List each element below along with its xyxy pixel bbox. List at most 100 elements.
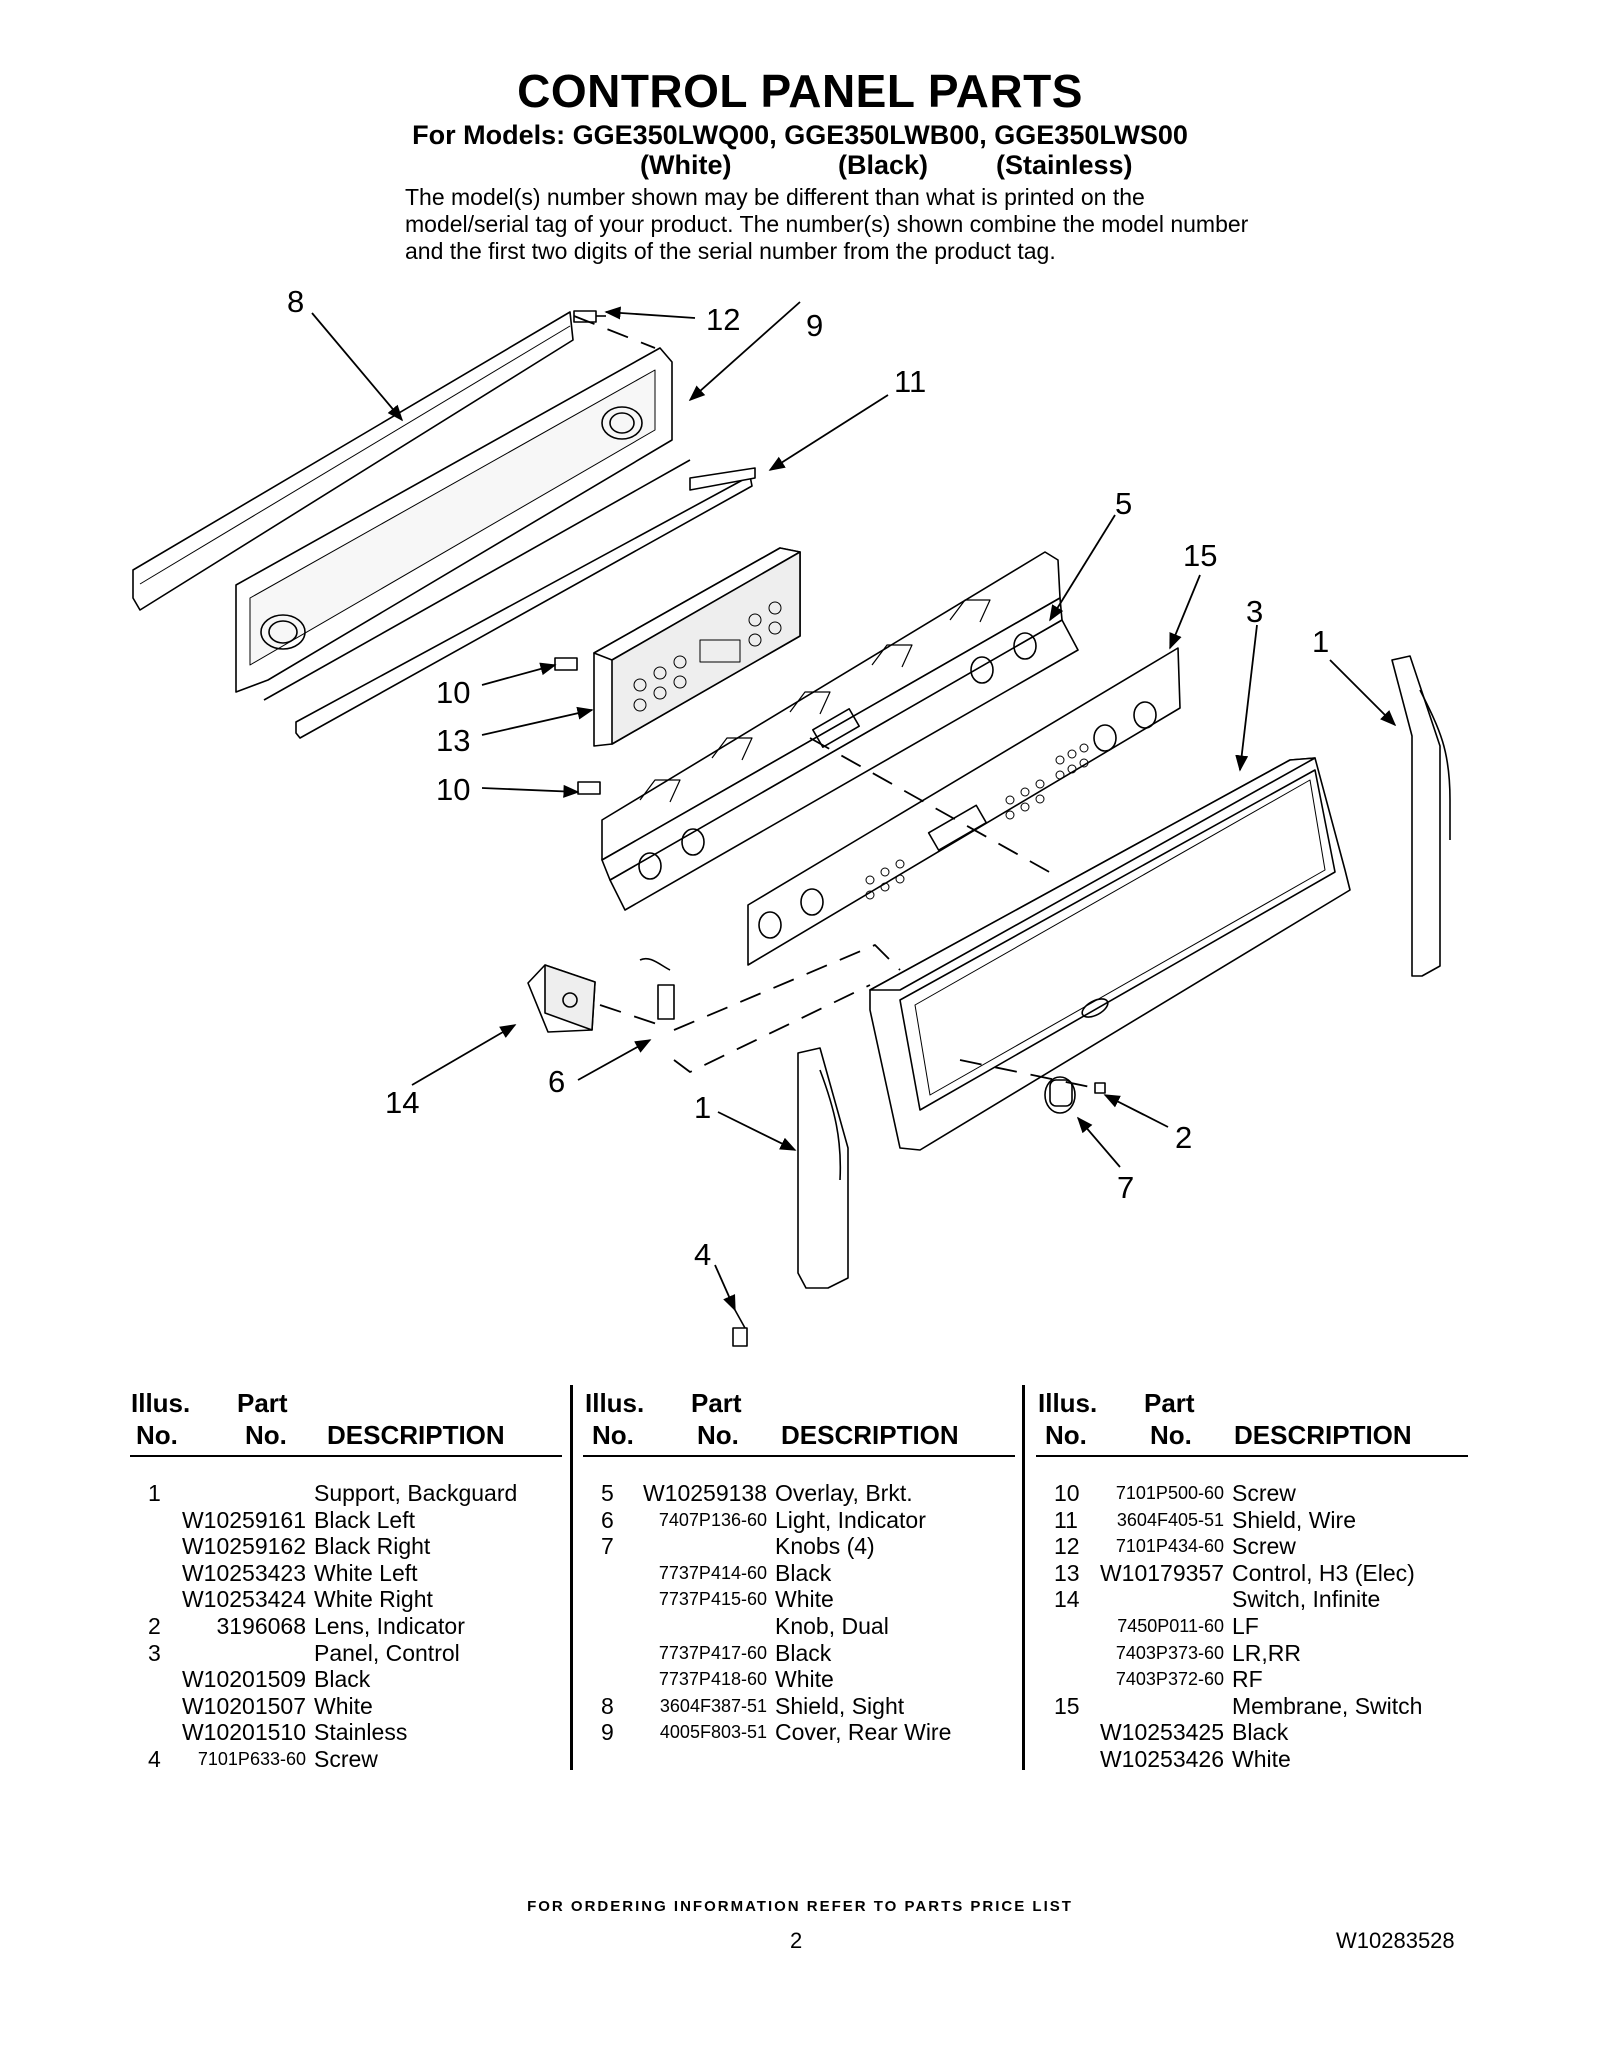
row-description: Black — [775, 1639, 832, 1666]
col1-header-rule — [130, 1455, 562, 1457]
exploded-parts-diagram: 8 12 9 11 5 15 3 1 10 13 10 14 6 1 2 7 4 — [132, 284, 1451, 1347]
row-description: Shield, Sight — [775, 1692, 905, 1719]
row-part-no: 3604F387-51 — [659, 1695, 767, 1716]
callout-14: 14 — [385, 1085, 419, 1120]
row-illus-no: 13 — [1054, 1559, 1080, 1586]
leader-1-right — [1329, 659, 1397, 727]
part-9-rear-wire-cover — [235, 347, 691, 701]
row-part-no: 4005F803-51 — [659, 1722, 767, 1743]
row-part-no: 3604F405-51 — [1116, 1509, 1224, 1530]
row-description: Black — [1232, 1719, 1289, 1746]
row-part-no: W10253423 — [181, 1559, 306, 1586]
row-part-no: 7407P136-60 — [658, 1509, 767, 1530]
leader-8 — [311, 312, 404, 422]
part-1-support-left — [797, 1047, 849, 1289]
part-15-membrane-switch — [747, 647, 1181, 966]
row-description: Support, Backguard — [314, 1480, 518, 1506]
part-10-screw-lower — [577, 781, 601, 795]
row-part-no: W10253424 — [181, 1586, 306, 1613]
row-part-no: W10201509 — [181, 1666, 306, 1693]
row-part-no: 7737P417-60 — [658, 1642, 767, 1663]
callout-8: 8 — [287, 284, 304, 319]
row-illus-no: 11 — [1054, 1506, 1078, 1533]
part-5-overlay-bracket — [601, 551, 1079, 911]
row-description: White Left — [314, 1559, 418, 1586]
row-description: Cover, Rear Wire — [775, 1719, 952, 1746]
row-part-no: W10253426 — [1099, 1746, 1224, 1772]
row-description: Control, H3 (Elec) — [1232, 1559, 1415, 1586]
part-2-lens — [1094, 1082, 1106, 1094]
row-illus-no: 9 — [601, 1719, 614, 1746]
row-description: White — [1232, 1746, 1291, 1772]
col2-header-rule — [583, 1455, 1015, 1457]
col3-desc-header: DESCRIPTION — [1234, 1420, 1412, 1450]
row-part-no: 7101P500-60 — [1115, 1483, 1224, 1503]
callout-3: 3 — [1246, 594, 1263, 629]
col1-part-no-header: No. — [245, 1420, 287, 1450]
callout-10-lower: 10 — [436, 772, 470, 807]
row-description: Lens, Indicator — [314, 1613, 465, 1639]
column-divider-2 — [1022, 1385, 1025, 1770]
col1-desc-header: DESCRIPTION — [327, 1420, 505, 1450]
callout-1-right: 1 — [1312, 624, 1329, 659]
part-6-indicator-light — [639, 957, 675, 1020]
row-part-no: 7101P434-60 — [1115, 1536, 1224, 1557]
row-part-no: W10253425 — [1099, 1719, 1224, 1746]
row-description: Black Right — [314, 1533, 431, 1560]
row-description: LF — [1232, 1613, 1259, 1639]
row-description: Black — [775, 1559, 832, 1586]
row-part-no: W10259138 — [642, 1480, 767, 1506]
row-part-no: 7101P633-60 — [197, 1749, 306, 1769]
row-description: Stainless — [314, 1719, 408, 1746]
part-1-support-right — [1391, 655, 1451, 977]
variant-stainless: (Stainless) — [996, 150, 1133, 180]
col2-illus-no-header: No. — [592, 1420, 634, 1450]
row-description: White — [314, 1692, 373, 1719]
row-part-no: 7737P414-60 — [658, 1562, 767, 1583]
col2-desc-header: DESCRIPTION — [781, 1420, 959, 1450]
row-part-no: W10201510 — [181, 1719, 306, 1746]
part-12-screw — [573, 310, 606, 323]
row-description: Screw — [1232, 1480, 1296, 1506]
part-8-sight-shield — [132, 311, 574, 611]
callout-11: 11 — [894, 364, 926, 399]
row-description: Membrane, Switch — [1232, 1692, 1423, 1719]
ordering-info: FOR ORDERING INFORMATION REFER TO PARTS … — [527, 1898, 1073, 1915]
row-illus-no: 14 — [1054, 1586, 1080, 1613]
callout-12: 12 — [706, 302, 740, 337]
row-description: Black Left — [314, 1506, 415, 1533]
page-number: 2 — [790, 1928, 803, 1953]
row-description: Knob, Dual — [775, 1613, 889, 1639]
row-part-no: W10179357 — [1099, 1559, 1224, 1586]
row-part-no: 3196068 — [216, 1613, 306, 1639]
leader-11 — [768, 394, 889, 471]
callout-5: 5 — [1115, 486, 1132, 521]
row-description: White — [775, 1586, 834, 1613]
row-description: Screw — [1232, 1533, 1296, 1560]
row-illus-no: 10 — [1054, 1480, 1080, 1506]
col2-illus-header: Illus. — [585, 1388, 645, 1418]
leader-7 — [1076, 1116, 1121, 1168]
row-part-no: W10259162 — [181, 1533, 306, 1560]
row-description: Knobs (4) — [775, 1533, 875, 1560]
part-3-control-panel — [869, 757, 1351, 1151]
col1-part-header: Part — [237, 1388, 288, 1418]
row-part-no: W10201507 — [181, 1692, 306, 1719]
row-part-no: 7403P373-60 — [1115, 1642, 1224, 1663]
model-note: The model(s) number shown may be differe… — [405, 184, 1249, 264]
callout-1-left: 1 — [694, 1090, 711, 1125]
callout-15: 15 — [1183, 538, 1217, 573]
row-description: Screw — [314, 1746, 378, 1772]
col1-illus-header: Illus. — [131, 1388, 191, 1418]
part-4-screw — [732, 1309, 748, 1347]
col2-part-no-header: No. — [697, 1420, 739, 1450]
leader-13 — [481, 706, 594, 736]
row-part-no: 7737P415-60 — [658, 1589, 767, 1610]
row-illus-no: 1 — [148, 1480, 161, 1506]
leader-10-lower — [481, 784, 580, 798]
leader-14 — [411, 1024, 517, 1086]
col3-header-rule — [1036, 1455, 1468, 1457]
leader-12 — [604, 306, 696, 320]
leader-3 — [1235, 624, 1258, 772]
col3-illus-header: Illus. — [1038, 1388, 1098, 1418]
